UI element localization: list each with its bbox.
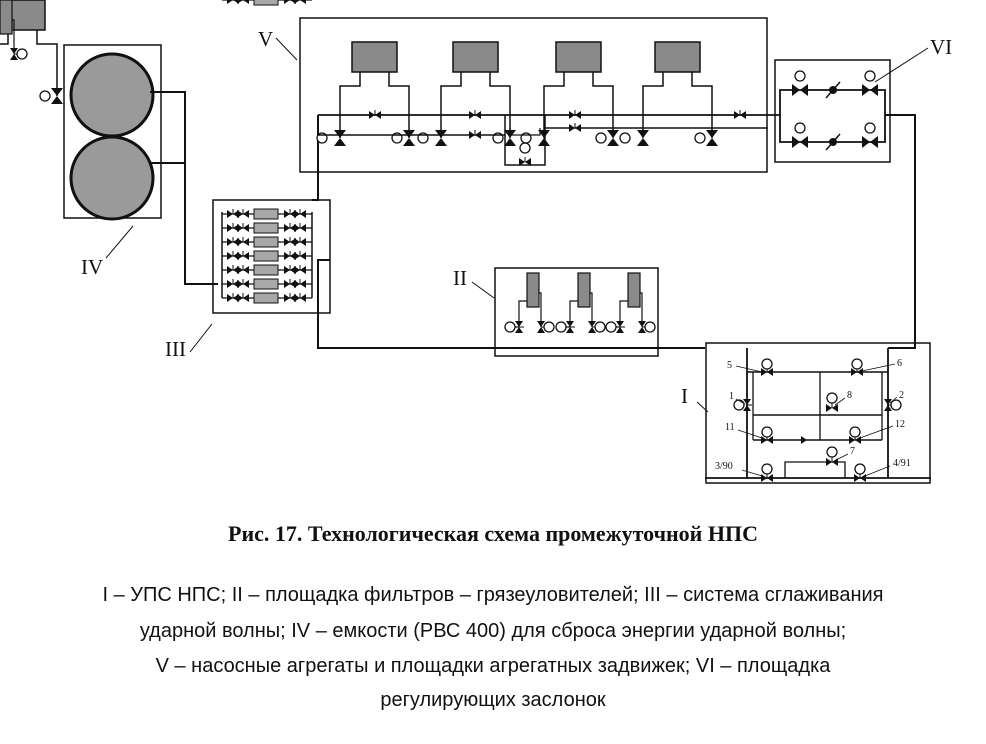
legend-line: V – насосные агрегаты и площадки агрегат…: [155, 655, 831, 677]
valve-number-1: 1: [729, 391, 734, 402]
figure-title: Рис. 17. Технологическая схема промежуто…: [228, 521, 758, 546]
ups-block-i: [705, 342, 931, 484]
label-iv: IV: [81, 255, 103, 279]
valve-number-6: 6: [897, 358, 902, 369]
label-iii: III: [165, 337, 186, 361]
filters-block-ii: [0, 0, 659, 357]
valve-number-8: 8: [847, 390, 852, 401]
label-i: I: [681, 384, 688, 408]
tank-top: [69, 52, 155, 138]
technological-scheme: 5 6 1 8 2 11 12 7 3/90 4/91 I II III IV …: [0, 0, 952, 484]
valve-number-12: 12: [895, 419, 905, 430]
valve-number-4-91: 4/91: [893, 458, 911, 469]
dampers-block-vi: [768, 59, 916, 349]
label-ii: II: [453, 266, 467, 290]
legend-line: ударной волны; IV – емкости (РВС 400) дл…: [139, 620, 847, 642]
legend-line: I – УПС НПС; II – площадка фильтров – гр…: [102, 584, 884, 606]
valve-number-11: 11: [725, 422, 735, 433]
tank-bottom: [69, 135, 155, 221]
label-vi: VI: [930, 35, 952, 59]
tanks-block-iv: [63, 44, 218, 285]
shock-wave-block-iii: [212, 0, 331, 314]
valve-number-5: 5: [727, 360, 732, 371]
legend-line: регулирующих заслонок: [380, 689, 606, 711]
valve-number-3-90: 3/90: [715, 461, 733, 472]
label-v: V: [258, 27, 273, 51]
valve-number-7: 7: [850, 446, 855, 457]
valve-number-2: 2: [899, 390, 904, 401]
